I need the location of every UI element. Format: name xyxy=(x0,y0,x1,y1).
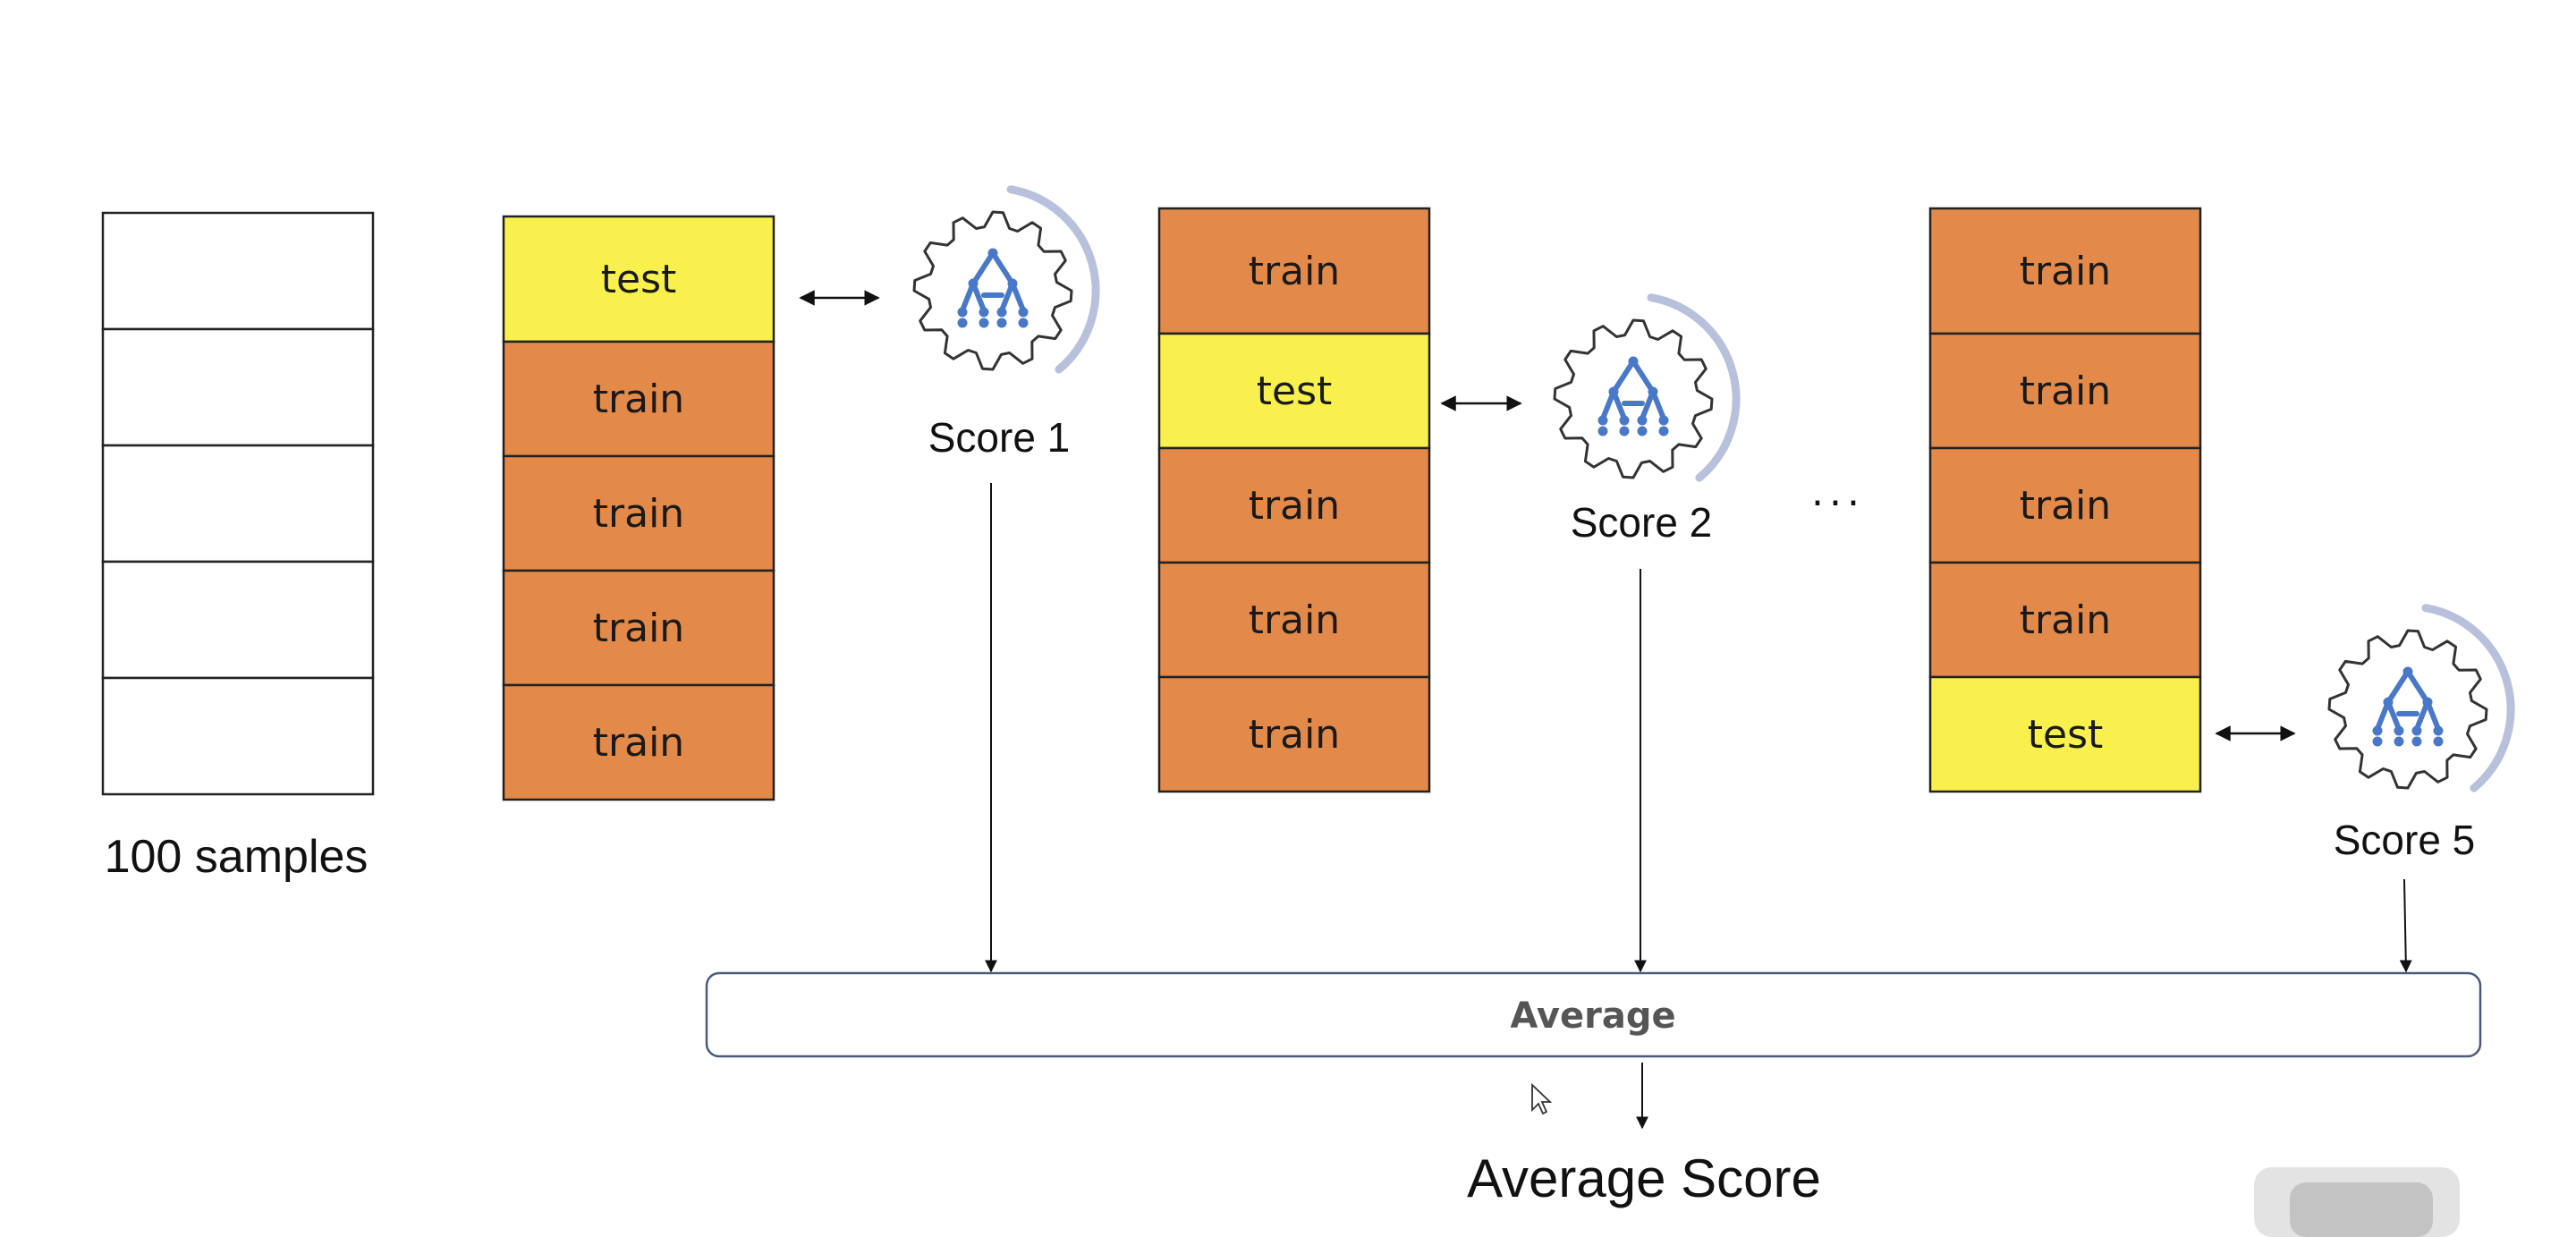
gear-with-decision-tree-icon xyxy=(912,185,1100,374)
fold-3-segment-train xyxy=(1928,207,2202,335)
decision-tree-icon xyxy=(1597,356,1669,436)
fold-1-segment-label: test xyxy=(601,257,677,302)
fold-1-segment-train xyxy=(502,340,775,458)
fold-3-segment-label: test xyxy=(2028,712,2104,758)
fold-1-segment-train xyxy=(502,569,775,687)
fold-2-segment-label: test xyxy=(1257,369,1333,414)
fold-3-segment-test xyxy=(1928,675,2202,793)
decision-tree-icon xyxy=(2372,666,2444,747)
gear-with-decision-tree-icon xyxy=(1553,293,1741,482)
average-label: Average xyxy=(1510,996,1675,1037)
fold-2-segment-label: train xyxy=(1249,249,1340,294)
score-1-label: Score 1 xyxy=(928,414,1071,461)
gear-outline xyxy=(912,210,1073,371)
progress-arc xyxy=(1006,185,1100,374)
fold-3-segment-label: train xyxy=(2020,249,2111,294)
fold-3-segment-label: train xyxy=(2020,597,2111,643)
fold-5-column: train train train train test xyxy=(1928,207,2202,793)
fold-1-segment-label: train xyxy=(593,720,684,766)
fold-2-segment-label: train xyxy=(1249,712,1340,758)
fold-2-segment-train xyxy=(1157,207,1431,335)
sample-block-4 xyxy=(101,560,375,680)
fold-2-segment-label: train xyxy=(1249,483,1340,529)
fold-2-segment-label: train xyxy=(1249,597,1340,643)
fold-1-segment-test xyxy=(502,215,775,343)
sample-block-2 xyxy=(101,327,375,447)
gear-with-decision-tree-icon xyxy=(2327,604,2515,792)
fold-2-column: train test train train train xyxy=(1157,207,1431,793)
blurred-corner-overlay xyxy=(2254,1167,2460,1237)
fold-1-segment-train xyxy=(502,454,775,572)
score-2-label: Score 2 xyxy=(1571,499,1713,546)
decision-tree-icon xyxy=(957,248,1029,328)
fold-1-segment-label: train xyxy=(593,491,684,537)
fold-1-segment-label: train xyxy=(593,377,684,422)
gear-outline xyxy=(2327,629,2488,790)
fold-2-segment-train xyxy=(1157,446,1431,564)
fold-1-segment-label: train xyxy=(593,606,684,651)
score-5-label: Score 5 xyxy=(2334,817,2476,863)
fold-3-segment-label: train xyxy=(2020,483,2111,529)
samples-label: 100 samples xyxy=(105,831,369,883)
progress-arc xyxy=(1647,293,1741,482)
fold-2-segment-train xyxy=(1157,675,1431,793)
sample-block-3 xyxy=(101,444,375,563)
ellipsis: ... xyxy=(1811,470,1865,515)
sample-block-5 xyxy=(101,676,375,796)
fold-1-segment-train xyxy=(502,683,775,801)
sample-block-1 xyxy=(101,211,375,331)
samples-column xyxy=(101,211,375,796)
score-5-arrow xyxy=(2399,878,2412,973)
mouse-cursor-icon xyxy=(1531,1082,1553,1115)
fold-3-segment-train xyxy=(1928,332,2202,450)
progress-arc xyxy=(2421,604,2515,792)
gear-outline xyxy=(1553,318,1714,479)
fold-3-segment-train xyxy=(1928,561,2202,679)
fold-1-column: test train train train train xyxy=(502,215,775,801)
average-box xyxy=(705,971,2482,1058)
fold-3-segment-label: train xyxy=(2020,369,2111,414)
average-score-label: Average Score xyxy=(1467,1148,1821,1208)
